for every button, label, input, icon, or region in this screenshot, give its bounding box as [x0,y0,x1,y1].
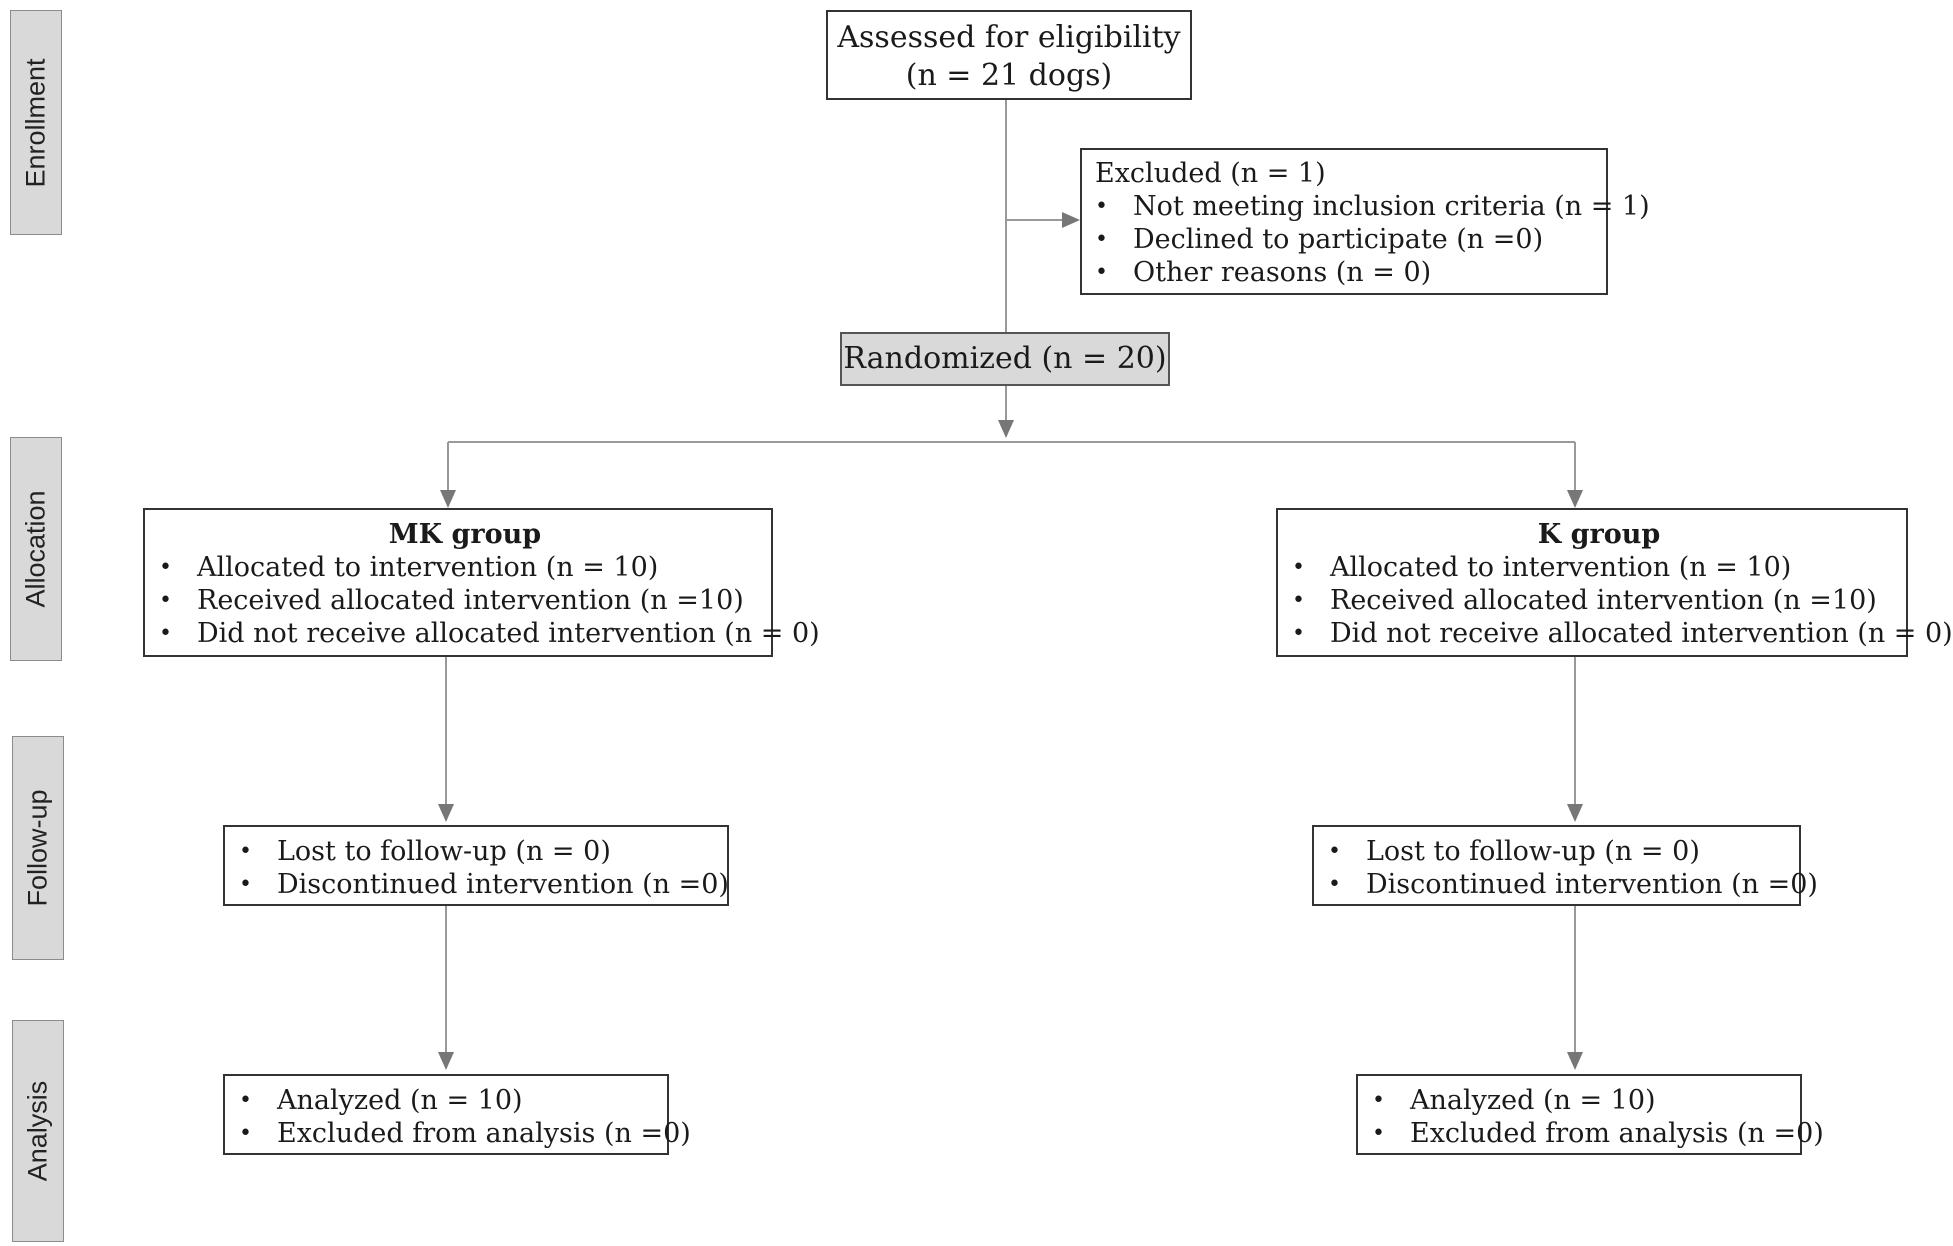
stage-followup-label: Follow-up [22,789,53,907]
stage-analysis-label: Analysis [22,1080,53,1182]
list-item: Analyzed (n = 10) [1372,1084,1800,1117]
stage-enrollment: Enrollment [10,10,62,235]
mk-group-title: MK group [388,519,542,550]
list-item: Discontinued intervention (n =0) [1328,868,1818,901]
k-followup-box: Lost to follow-up (n = 0) Discontinued i… [1312,825,1818,906]
k-analysis-box: Analyzed (n = 10) Excluded from analysis… [1356,1074,1824,1155]
k-followup-list: Lost to follow-up (n = 0) Discontinued i… [1328,835,1818,901]
excluded-box: Excluded (n = 1) Not meeting inclusion c… [1080,148,1650,295]
mk-analysis-list: Analyzed (n = 10) Excluded from analysis… [239,1084,691,1150]
list-item: Allocated to intervention (n = 10) [1292,551,1906,584]
excluded-title: Excluded (n = 1) [1095,158,1326,189]
list-item: Excluded from analysis (n =0) [1372,1117,1824,1150]
list-item: Lost to follow-up (n = 0) [1328,835,1799,868]
stage-analysis: Analysis [12,1020,64,1242]
list-item: Lost to follow-up (n = 0) [239,835,727,868]
mk-allocation-list: Allocated to intervention (n = 10) Recei… [159,551,820,650]
mk-analysis-box: Analyzed (n = 10) Excluded from analysis… [223,1074,691,1155]
list-item: Not meeting inclusion criteria (n = 1) [1095,190,1650,223]
mk-followup-list: Lost to follow-up (n = 0) Discontinued i… [239,835,729,901]
k-allocation-box: K group Allocated to intervention (n = 1… [1276,508,1953,657]
list-item: Analyzed (n = 10) [239,1084,667,1117]
excluded-list: Not meeting inclusion criteria (n = 1) D… [1095,190,1650,289]
k-allocation-list: Allocated to intervention (n = 10) Recei… [1292,551,1953,650]
assessed-count: (n = 21 dogs) [905,58,1113,93]
connector-lines [438,100,1583,1070]
assessed-box: Assessed for eligibility (n = 21 dogs) [826,10,1192,100]
mk-allocation-box: MK group Allocated to intervention (n = … [143,508,820,657]
stage-enrollment-label: Enrollment [20,57,51,188]
list-item: Allocated to intervention (n = 10) [159,551,771,584]
list-item: Other reasons (n = 0) [1095,256,1606,289]
list-item: Did not receive allocated intervention (… [159,617,820,650]
mk-followup-box: Lost to follow-up (n = 0) Discontinued i… [223,825,729,906]
list-item: Received allocated intervention (n =10) [159,584,771,617]
stage-allocation-label: Allocation [20,490,51,608]
randomized-label: Randomized (n = 20) [843,341,1167,376]
assessed-title: Assessed for eligibility [837,20,1181,55]
k-analysis-list: Analyzed (n = 10) Excluded from analysis… [1372,1084,1824,1150]
stage-allocation: Allocation [10,437,62,661]
list-item: Did not receive allocated intervention (… [1292,617,1953,650]
list-item: Discontinued intervention (n =0) [239,868,729,901]
list-item: Excluded from analysis (n =0) [239,1117,691,1150]
list-item: Received allocated intervention (n =10) [1292,584,1906,617]
k-group-title: K group [1537,519,1661,550]
stage-followup: Follow-up [12,736,64,960]
randomized-box: Randomized (n = 20) [840,332,1170,386]
list-item: Declined to participate (n =0) [1095,223,1606,256]
